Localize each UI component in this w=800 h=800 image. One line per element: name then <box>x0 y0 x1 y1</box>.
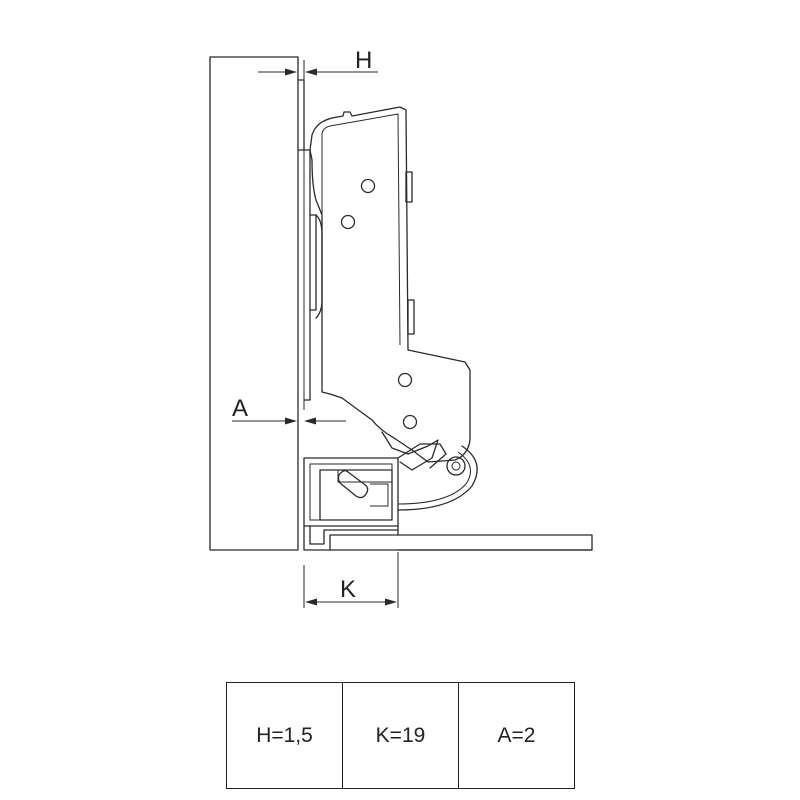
dimension-label-h: H <box>355 47 372 74</box>
rivet-hole-3 <box>397 372 413 388</box>
dimension-k: K <box>303 552 399 608</box>
dimension-label-a: A <box>232 395 248 422</box>
spec-cell-a: A=2 <box>458 682 575 789</box>
rivet-hole-4 <box>402 414 418 430</box>
door-panel <box>209 56 299 551</box>
hinge-linkage <box>381 431 478 511</box>
spec-cell-h: H=1,5 <box>226 682 343 789</box>
cabinet-side <box>303 525 593 551</box>
spec-table: H=1,5 K=19 A=2 <box>226 682 575 789</box>
dimension-a: A <box>232 395 346 435</box>
rivet-hole-2 <box>340 214 356 230</box>
hinge-arm-inner <box>321 113 401 346</box>
mounting-plate <box>303 457 399 527</box>
hinge-arm <box>309 106 471 463</box>
dimension-h: H <box>258 47 378 150</box>
door-edge-strip <box>297 79 305 151</box>
spec-cell-k: K=19 <box>342 682 459 789</box>
arm-tab-upper <box>405 171 413 203</box>
arm-tab-lower <box>407 299 415 335</box>
rivet-hole-1 <box>360 178 376 194</box>
spec-table-row: H=1,5 K=19 A=2 <box>226 682 575 789</box>
plate-slot <box>337 469 369 499</box>
dimension-label-k: K <box>340 576 356 603</box>
